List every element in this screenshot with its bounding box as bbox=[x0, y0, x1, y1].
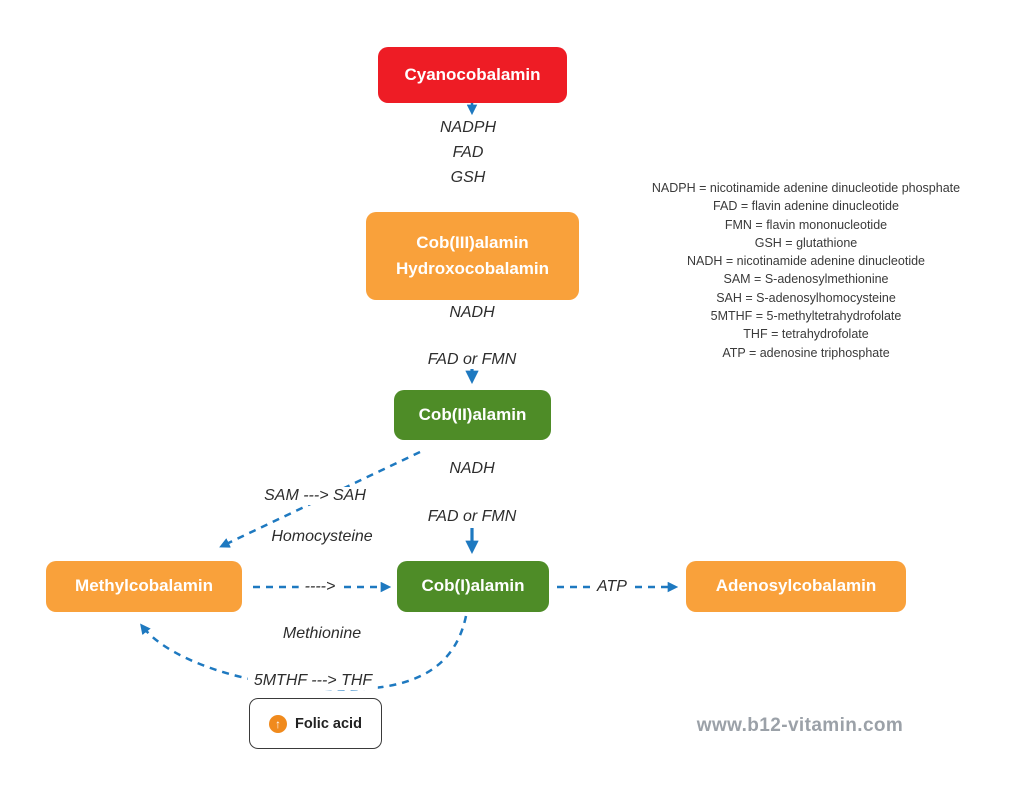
label-homocysteine: Homocysteine bbox=[265, 528, 379, 546]
node-cyanocobalamin: Cyanocobalamin bbox=[378, 47, 567, 103]
label-fad-or-fmn-2: FAD or FMN bbox=[421, 508, 523, 526]
legend-line-atp: ATP = adenosine triphosphate bbox=[722, 345, 890, 360]
label-nadph: NADPH bbox=[433, 119, 503, 137]
node-cob3-hydroxocobalamin: Cob(III)alamin Hydroxocobalamin bbox=[366, 212, 579, 300]
label-atp: ATP bbox=[591, 578, 633, 596]
legend-line-thf: THF = tetrahydrofolate bbox=[743, 327, 869, 342]
site-watermark: www.b12-vitamin.com bbox=[696, 715, 904, 736]
node-cob2-label: Cob(II)alamin bbox=[418, 404, 527, 424]
node-methylcobalamin: Methylcobalamin bbox=[46, 561, 242, 612]
legend-line-sam: SAM = S-adenosylmethionine bbox=[723, 272, 889, 287]
legend-line-nadh: NADH = nicotinamide adenine dinucleotide bbox=[687, 254, 925, 269]
arrow-up-circle-icon: ↑ bbox=[269, 714, 288, 733]
label-nadh-1: NADH bbox=[443, 304, 501, 322]
legend-line-5mthf: 5MTHF = 5-methyltetrahydrofolate bbox=[710, 309, 902, 324]
label-fad: FAD bbox=[446, 144, 490, 162]
label-methionine: Methionine bbox=[276, 625, 368, 643]
folic-acid-label: Folic acid bbox=[295, 715, 362, 732]
folic-acid-callout: ↑ Folic acid bbox=[249, 698, 382, 749]
node-cob1-label: Cob(I)alamin bbox=[421, 576, 525, 596]
node-cob2: Cob(II)alamin bbox=[394, 390, 551, 440]
node-adenosylcobalamin-label: Adenosylcobalamin bbox=[715, 576, 877, 596]
label-fad-or-fmn-1: FAD or FMN bbox=[421, 351, 523, 369]
legend-line-fad: FAD = flavin adenine dinucleotide bbox=[713, 199, 899, 214]
abbreviation-legend: NADPH = nicotinamide adenine dinucleotid… bbox=[630, 179, 982, 362]
legend-line-gsh: GSH = glutathione bbox=[754, 235, 858, 250]
node-methylcobalamin-label: Methylcobalamin bbox=[75, 576, 213, 596]
node-cob1: Cob(I)alamin bbox=[397, 561, 549, 612]
label-reaction-arrow-text: ----> bbox=[298, 578, 342, 596]
label-5mthf-to-thf: 5MTHF ---> THF bbox=[247, 672, 379, 690]
label-sam-to-sah: SAM ---> SAH bbox=[258, 487, 372, 505]
node-cob3-label: Cob(III)alamin bbox=[416, 232, 529, 252]
legend-line-sah: SAH = S-adenosylhomocysteine bbox=[716, 290, 896, 305]
label-nadh-2: NADH bbox=[443, 460, 501, 478]
node-cyanocobalamin-label: Cyanocobalamin bbox=[404, 64, 541, 84]
node-hydroxocobalamin-label: Hydroxocobalamin bbox=[395, 259, 550, 278]
legend-line-nadph: NADPH = nicotinamide adenine dinucleotid… bbox=[651, 181, 961, 195]
label-gsh: GSH bbox=[444, 169, 492, 187]
node-adenosylcobalamin: Adenosylcobalamin bbox=[686, 561, 906, 612]
legend-line-fmn: FMN = flavin mononucleotide bbox=[724, 217, 888, 232]
